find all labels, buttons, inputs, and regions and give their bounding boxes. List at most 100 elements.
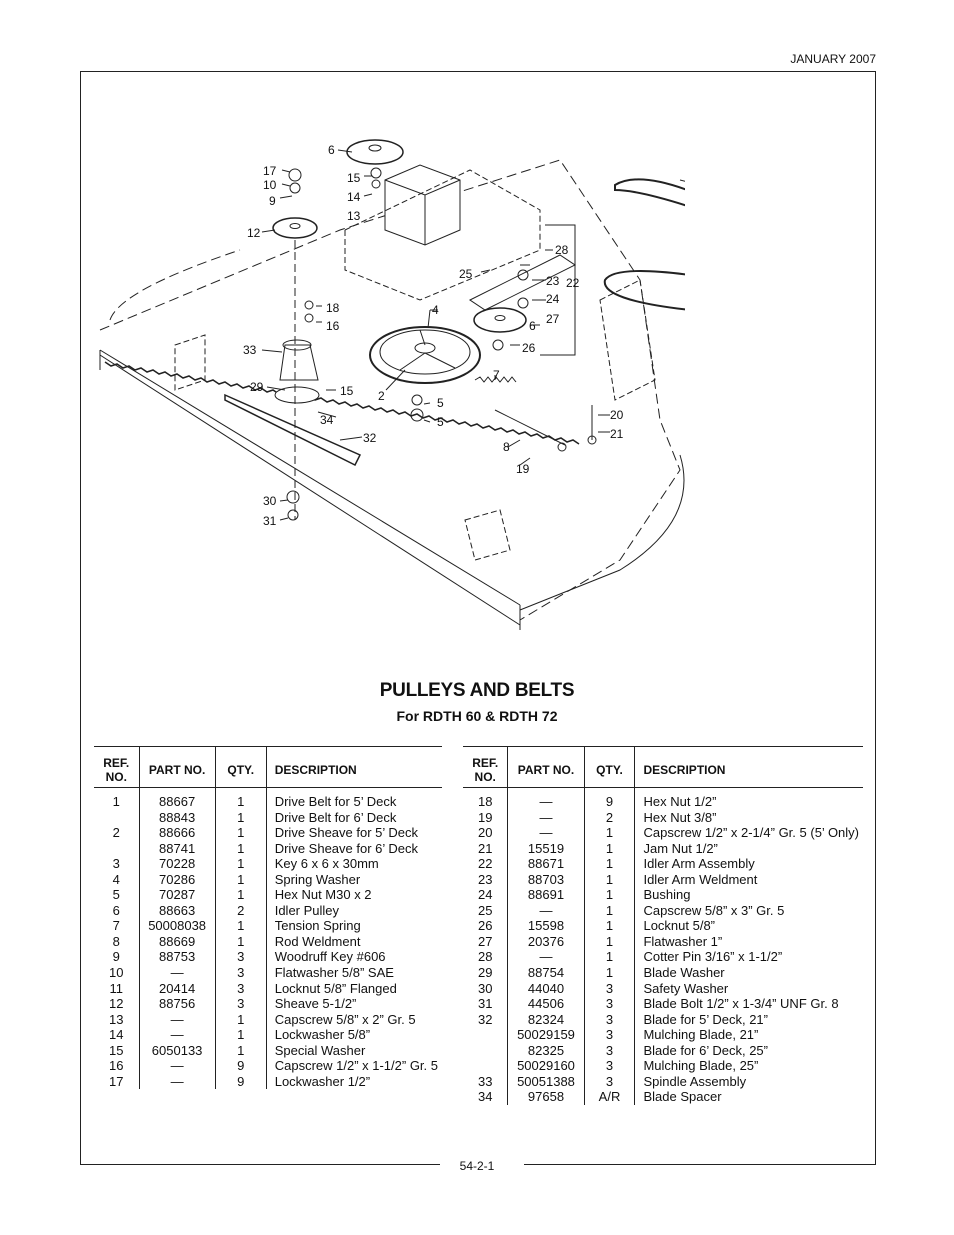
cell-qty: 1 [214,1011,267,1028]
callout-24: 24 [546,292,560,306]
cell-qty: 1 [583,856,635,872]
cell-part: 88843 [138,809,216,826]
cell-part: 88667 [138,787,216,810]
col-header-ref: REF. NO. [463,746,508,788]
cell-ref [94,810,139,826]
cell-ref: 12 [109,996,124,1012]
cell-qty: 1 [583,871,635,888]
cell-desc: Lockwasher 1/2” [265,1073,442,1090]
cell-ref: 2 [112,825,120,841]
cell-ref: 32 [477,1011,493,1027]
col-header-ref: REF. NO. [94,746,140,788]
cell-ref: 21 [477,840,493,856]
cell-desc: Key 6 x 6 x 30mm [265,856,442,872]
cell-desc: Blade Bolt 1/2” x 1-3/4” UNF Gr. 8 [634,996,863,1012]
callout-20: 20 [610,408,624,422]
cell-qty: 1 [214,871,267,888]
col-header-part: PART NO. [507,746,585,788]
callout-29: 29 [250,380,264,394]
cell-ref: 26 [477,918,493,934]
callout-4: 5 [437,396,444,410]
cell-qty: 9 [583,787,635,810]
cell-desc: Rod Weldment [265,933,442,950]
cell-part: 88669 [138,933,216,950]
cell-part: 88691 [507,887,585,903]
cell-ref: 17 [109,1073,124,1089]
cell-qty: 1 [214,887,267,903]
cell-qty: 1 [583,918,635,934]
cell-desc: Hex Nut M30 x 2 [265,887,442,903]
cell-desc: Idler Arm Weldment [634,871,863,888]
cell-desc: Drive Belt for 5’ Deck [265,787,442,810]
header-date: JANUARY 2007 [790,52,876,66]
cell-qty: 1 [214,918,267,934]
cell-qty: 1 [214,787,267,810]
cell-ref: 29 [477,965,493,981]
cell-ref: 7 [112,918,120,934]
cell-part: — [507,809,585,826]
cell-part: 15519 [507,840,585,857]
cell-ref: 16 [109,1058,124,1074]
cell-ref: 8 [112,933,120,949]
callout-19: 19 [516,462,530,476]
cell-part: 15598 [507,918,585,934]
exploded-diagram: 6 1 17 10 9 15 14 13 12 28 22 25 23 24 2… [99,139,685,630]
cell-desc: Capscrew 5/8” x 3” Gr. 5 [634,902,863,919]
cell-ref: 23 [477,871,493,887]
cell-ref: 13 [109,1011,124,1027]
cell-ref [94,841,139,857]
cell-part: 70228 [138,856,216,872]
cell-qty: 1 [583,825,635,841]
cell-desc: Locknut 5/8” Flanged [265,980,442,997]
callout-31: 31 [263,514,277,528]
cell-part: — [138,1011,216,1028]
page-subtitle: For RDTH 60 & RDTH 72 [396,708,558,724]
cell-part: 82324 [507,1011,585,1028]
cell-desc: Blade Spacer [634,1089,863,1105]
cell-desc: Idler Pulley [265,902,442,919]
callout-14: 14 [347,190,361,204]
cell-qty: 1 [583,949,635,966]
cell-ref: 30 [477,980,493,996]
callout-9: 9 [269,194,276,208]
cell-part: 20414 [138,980,216,997]
cell-ref [463,1027,508,1043]
col-header-qty: QTY. [214,746,267,788]
cell-ref: 34 [477,1089,493,1105]
callout-16: 15 [340,384,354,398]
callout-22: 22 [566,276,580,290]
cell-desc: Hex Nut 1/2” [634,787,863,810]
cell-desc: Locknut 5/8” [634,918,863,934]
cell-qty: 1 [214,933,267,950]
cell-qty: 2 [214,902,267,919]
cell-desc: Drive Sheave for 5’ Deck [265,825,442,841]
cell-part: 82325 [507,1042,585,1059]
cell-qty: 1 [583,902,635,919]
cell-desc: Flatwasher 1” [634,933,863,950]
col-header-part: PART NO. [138,746,216,788]
col-header-desc: DESCRIPTION [634,746,863,788]
cell-qty: 9 [214,1058,267,1074]
cell-ref: 20 [477,825,493,841]
cell-part: 97658 [507,1089,585,1105]
callout-18: 18 [326,301,340,315]
callout-10: 10 [263,178,277,192]
cell-part: 88703 [507,871,585,888]
cell-ref: 19 [477,809,493,825]
cell-qty: 3 [214,980,267,997]
cell-qty: 1 [214,809,267,826]
